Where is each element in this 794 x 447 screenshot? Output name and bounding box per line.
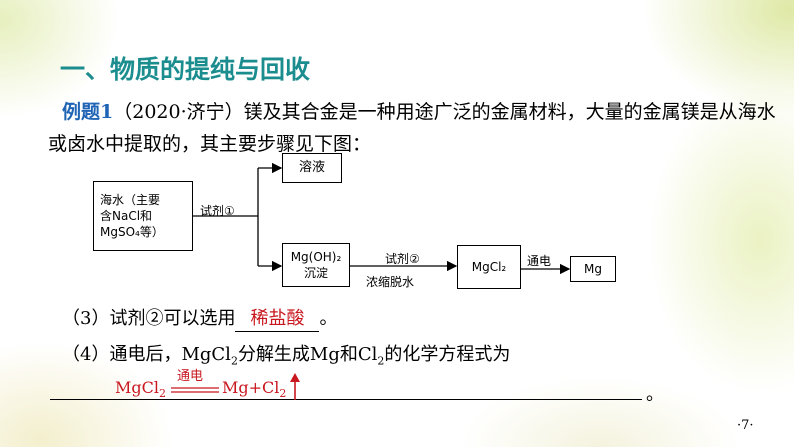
mg-box: Mg	[570, 256, 616, 282]
reagent1-label: 试剂①	[200, 204, 235, 218]
concentrate-label: 浓缩脱水	[366, 275, 415, 289]
q3-prefix: （3）试剂②可以选用	[62, 308, 236, 329]
q4-answer-left-sub: 2	[158, 387, 166, 401]
q4-condition: 通电	[177, 369, 204, 384]
q4-mid: 分解生成Mg和Cl	[237, 344, 378, 365]
seawater-line1: 海水（主要	[100, 193, 161, 207]
section-title: 一、物质的提纯与回收	[60, 55, 311, 84]
q3-answer-slot: 稀盐酸	[235, 304, 320, 332]
q4-answer-right-text: Mg+Cl	[222, 378, 280, 397]
q3-underline	[235, 331, 320, 332]
solution-box: 溶液	[282, 153, 342, 183]
q4-sub1: 2	[230, 354, 238, 368]
q4-answer-left: MgCl2	[115, 378, 166, 400]
example-label: 例题1	[62, 101, 114, 123]
q4-answer-right: Mg+Cl2	[222, 378, 286, 400]
q4-sub2: 2	[377, 354, 385, 368]
q3-answer: 稀盐酸	[250, 308, 305, 329]
mgcl2-box: MgCl₂	[457, 245, 521, 289]
seawater-box: 海水（主要 含NaCl和 MgSO₄等）	[93, 181, 193, 251]
page-number: ·7·	[737, 418, 754, 433]
q4-equals-sign	[171, 387, 219, 393]
gas-arrow-icon	[290, 373, 300, 400]
mgoh-line1: Mg(OH)₂	[290, 250, 342, 264]
question-4: （4）通电后，MgCl2分解生成Mg和Cl2的化学方程式为	[62, 340, 510, 368]
question-3: （3）试剂②可以选用稀盐酸。	[62, 304, 338, 332]
q4-suffix: 的化学方程式为	[384, 344, 511, 365]
mgoh-box: Mg(OH)₂ 沉淀	[282, 243, 350, 287]
seawater-line2: 含NaCl和	[100, 209, 153, 223]
electrolysis-label: 通电	[527, 254, 552, 268]
q4-underline	[50, 399, 642, 400]
q4-answer-left-text: MgCl	[115, 378, 159, 397]
reagent2-label: 试剂②	[385, 252, 420, 266]
mgoh-line2: 沉淀	[303, 266, 328, 280]
q4-end: 。	[646, 384, 664, 405]
example-paragraph: 例题1（2020·济宁）镁及其合金是一种用途广泛的金属材料，大量的金属镁是从海水…	[48, 96, 778, 160]
q3-suffix: 。	[319, 308, 338, 329]
q4-prefix: （4）通电后，MgCl	[62, 344, 231, 365]
example-text: （2020·济宁）镁及其合金是一种用途广泛的金属材料，大量的金属镁是从海水或卤水…	[48, 101, 776, 155]
seawater-line3: MgSO₄等）	[100, 225, 164, 239]
q4-answer-right-sub: 2	[279, 387, 287, 401]
